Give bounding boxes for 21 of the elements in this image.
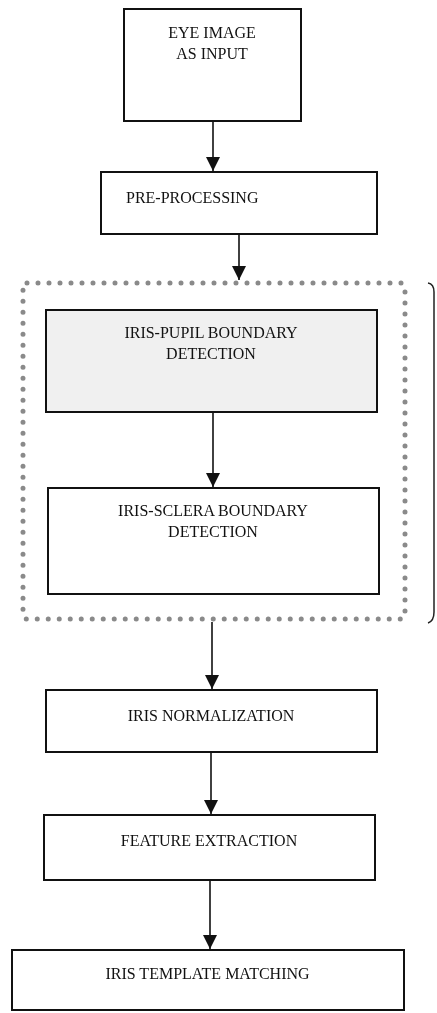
box-label: IRIS NORMALIZATION — [126, 706, 296, 726]
box-label: IRIS TEMPLATE MATCHING — [104, 964, 311, 984]
arrow — [232, 234, 246, 281]
box-label: IRIS-PUPIL BOUNDARY DETECTION — [123, 323, 299, 364]
arrow — [203, 880, 217, 950]
process-box — [45, 689, 378, 753]
process-box — [100, 171, 378, 235]
box-label: IRIS-SCLERA BOUNDARY DETECTION — [117, 501, 309, 542]
arrow — [206, 121, 220, 172]
process-box — [47, 487, 380, 595]
arrow — [205, 621, 219, 690]
group-box — [20, 280, 408, 622]
process-box — [43, 814, 376, 881]
process-box — [123, 8, 302, 122]
box-label: PRE-PROCESSING — [126, 188, 259, 208]
process-box — [45, 309, 378, 413]
process-box — [11, 949, 405, 1011]
box-label: EYE IMAGE AS INPUT — [167, 23, 257, 64]
box-label: FEATURE EXTRACTION — [119, 831, 299, 851]
arrow — [204, 752, 218, 815]
arrow — [206, 412, 220, 488]
